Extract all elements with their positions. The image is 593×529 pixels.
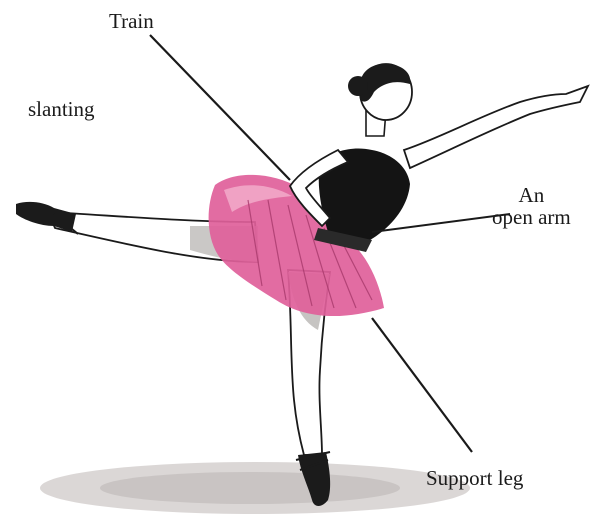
- label-open-arm-line2: open arm: [492, 206, 571, 228]
- floor-shadow-core: [100, 472, 400, 504]
- label-open-arm-line1: An: [492, 184, 571, 206]
- label-support-leg: Support leg: [426, 467, 523, 489]
- train-pointer-line: [150, 35, 290, 180]
- open-arm: [404, 86, 588, 168]
- label-open-arm: An open arm: [492, 184, 571, 228]
- hair-bun: [348, 76, 368, 96]
- label-slanting: slanting: [28, 98, 95, 120]
- support-leg-pointer-line: [372, 318, 472, 452]
- label-train: Train: [109, 10, 154, 32]
- back-slipper: [16, 202, 76, 232]
